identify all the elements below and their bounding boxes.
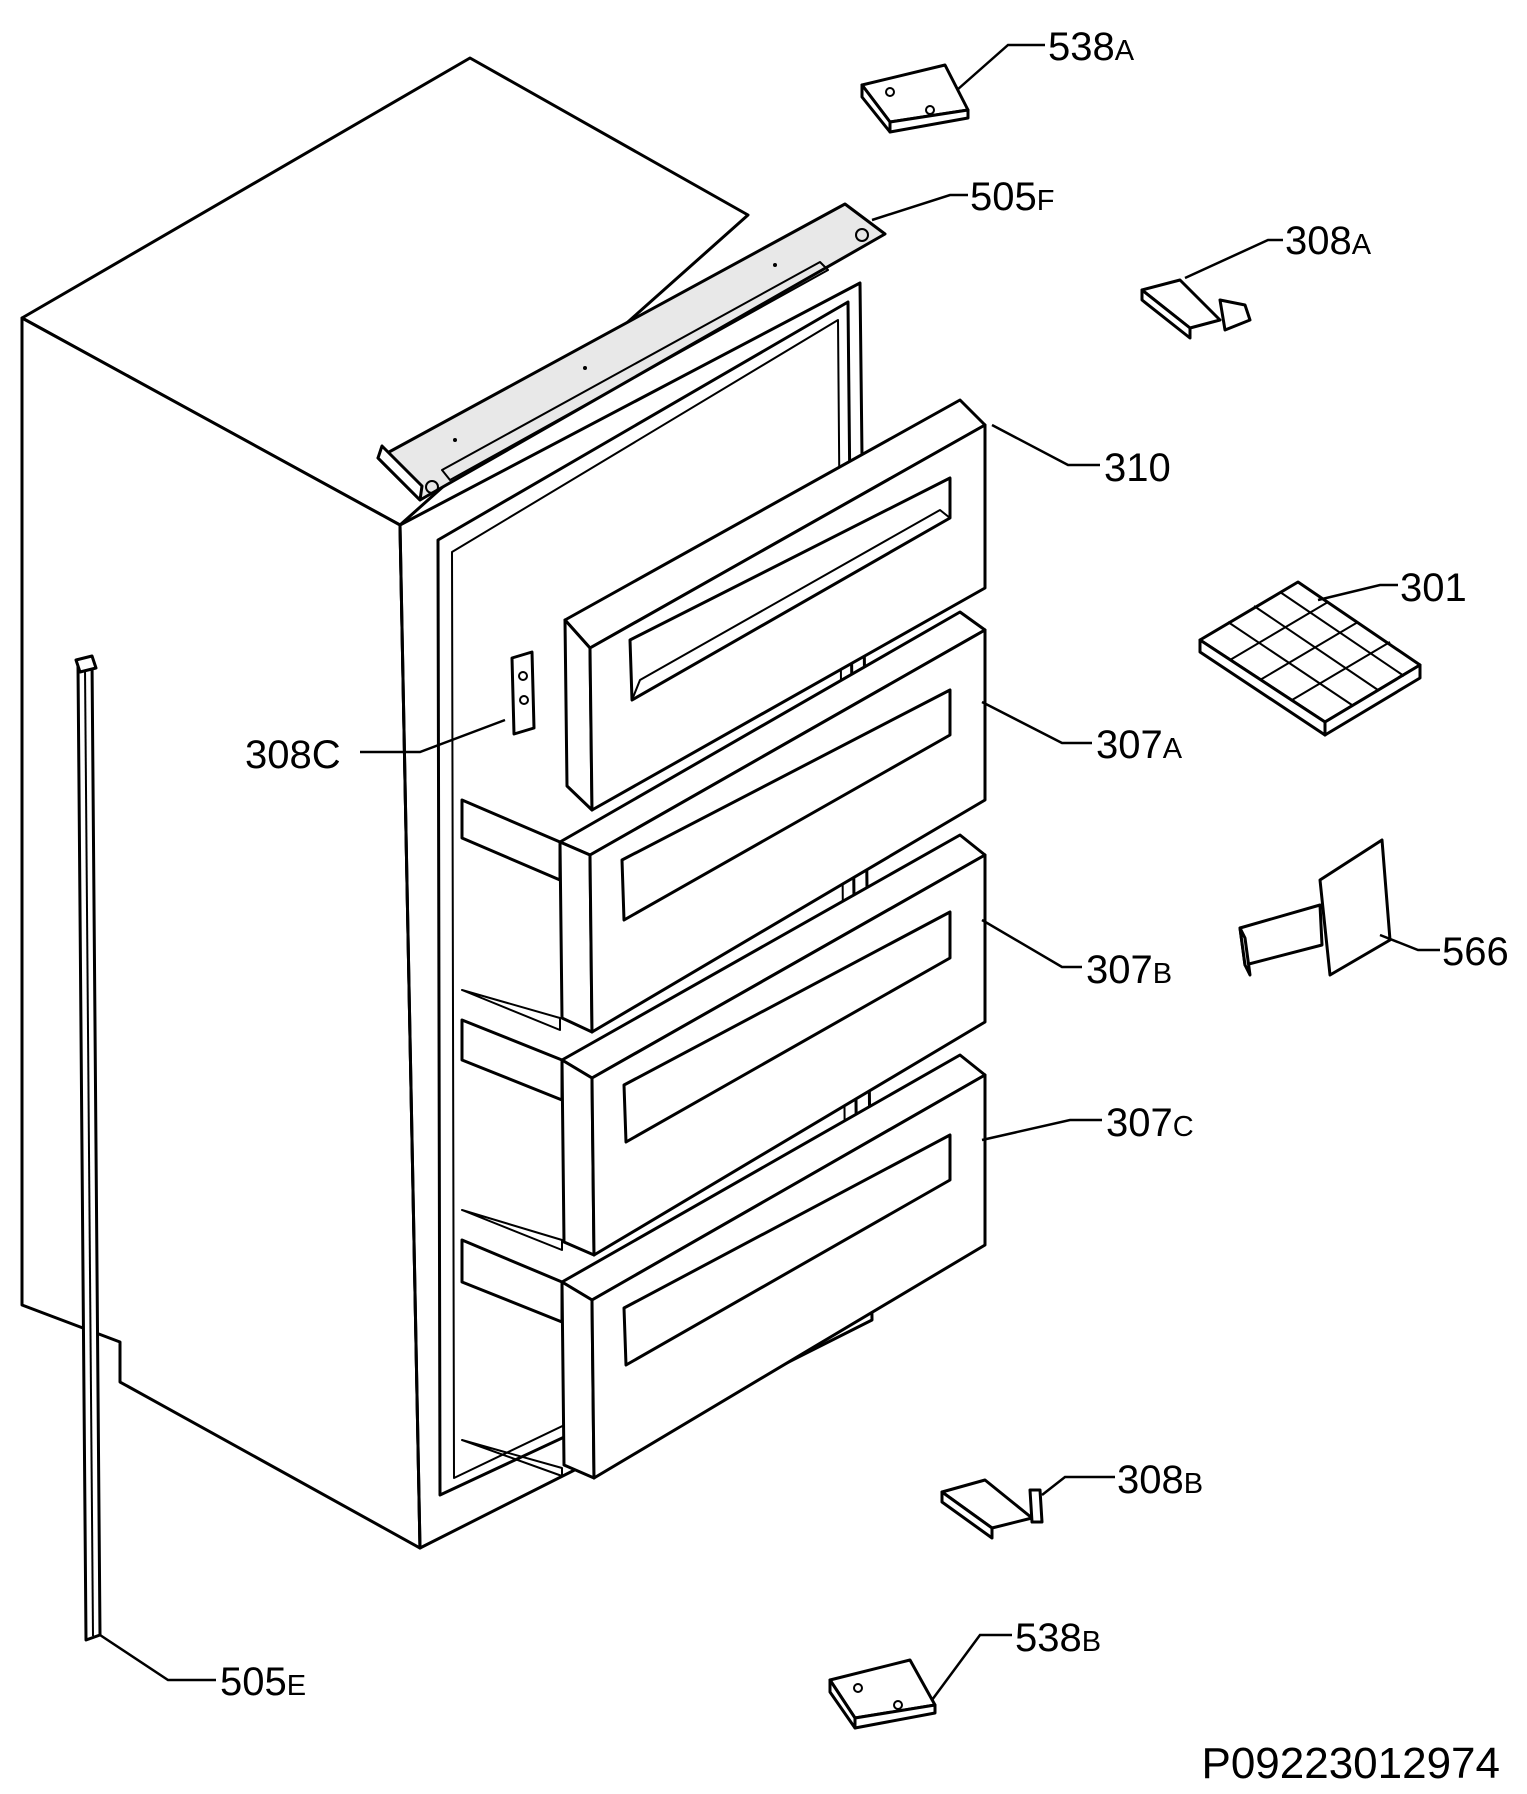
top-hinge-bar-505f (376, 202, 887, 502)
label-310: 310 (1104, 446, 1171, 490)
label-308b: 308B (1117, 1458, 1203, 1502)
drawer-307c (460, 1053, 987, 1480)
hinge-308a (1140, 278, 1252, 340)
ice-scraper-566 (1238, 838, 1392, 977)
label-505f: 505F (970, 175, 1054, 219)
label-566: 566 (1442, 930, 1509, 974)
label-308a: 308A (1285, 219, 1372, 263)
hinge-308b (940, 1478, 1044, 1540)
drawer-307b (460, 833, 987, 1257)
hinge-bracket-538b (828, 1658, 937, 1730)
label-538b: 538B (1015, 1616, 1101, 1660)
door-hinge-308c (510, 650, 536, 736)
label-301: 301 (1400, 566, 1467, 610)
freezer-flap-310 (563, 398, 987, 812)
diagram-code: P09223012974 (1201, 1739, 1500, 1788)
label-505e: 505E (220, 1660, 306, 1704)
part-labels: 538A 505F 308A 310 301 308C 307A 566 307… (220, 25, 1509, 1704)
label-538a: 538A (1048, 25, 1135, 69)
label-307c: 307C (1106, 1101, 1194, 1145)
leader-lines (99, 43, 1440, 1701)
label-308c: 308C (245, 733, 341, 777)
ice-cube-tray-301 (1198, 580, 1422, 737)
hinge-bracket-538a (860, 63, 970, 134)
drawer-307a (460, 610, 987, 1034)
label-307b: 307B (1086, 948, 1172, 992)
label-307a: 307A (1096, 723, 1183, 767)
